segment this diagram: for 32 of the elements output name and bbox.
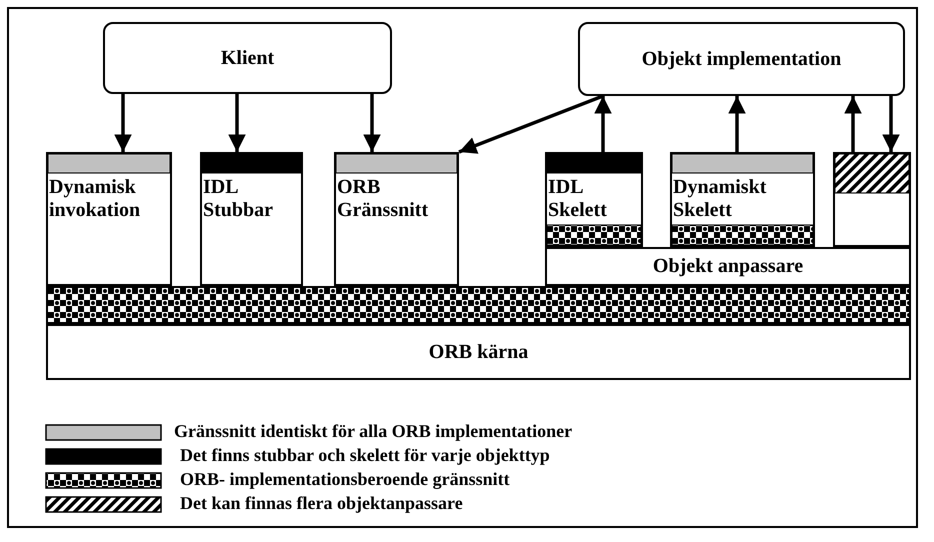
interface-box — [545, 152, 643, 247]
arrow — [882, 96, 900, 152]
interface-box — [200, 152, 303, 286]
legend-label: Det finns stubbar och skelett för varje objekttyp — [180, 445, 550, 466]
arrow — [363, 94, 381, 152]
interface-box — [334, 152, 459, 286]
arrow — [114, 94, 132, 152]
node-label: Klient — [220, 46, 276, 70]
arrow — [728, 96, 746, 152]
component-box — [578, 22, 905, 96]
node-label: Dynamisk invokation — [49, 176, 142, 222]
arrow — [594, 96, 612, 152]
legend-label: Det kan finnas flera objektanpassare — [180, 493, 463, 514]
interface-box — [46, 152, 172, 286]
adapter-box — [833, 152, 911, 247]
node-label: IDL Stubbar — [203, 176, 274, 222]
legend-label: Gränssnitt identiskt för alla ORB implementationer — [174, 421, 572, 442]
interface-box — [670, 152, 815, 247]
component-box — [103, 22, 392, 94]
node-label: ORB Gränssnitt — [337, 176, 430, 222]
node-label: Objekt implementation — [640, 48, 842, 70]
arrow — [844, 96, 862, 152]
arrow — [228, 94, 246, 152]
adapter-layer-box — [545, 247, 911, 286]
node-label: Dynamiskt Skelett — [673, 176, 768, 222]
core-layer-box — [46, 324, 911, 380]
node-label: Objekt anpassare — [652, 255, 804, 278]
implementation-layer-band — [46, 286, 911, 324]
legend-label: ORB- implementationsberoende gränssnitt — [180, 469, 510, 490]
node-label: IDL Skelett — [548, 176, 608, 222]
arrow — [458, 94, 604, 154]
node-label: ORB kärna — [428, 340, 530, 364]
